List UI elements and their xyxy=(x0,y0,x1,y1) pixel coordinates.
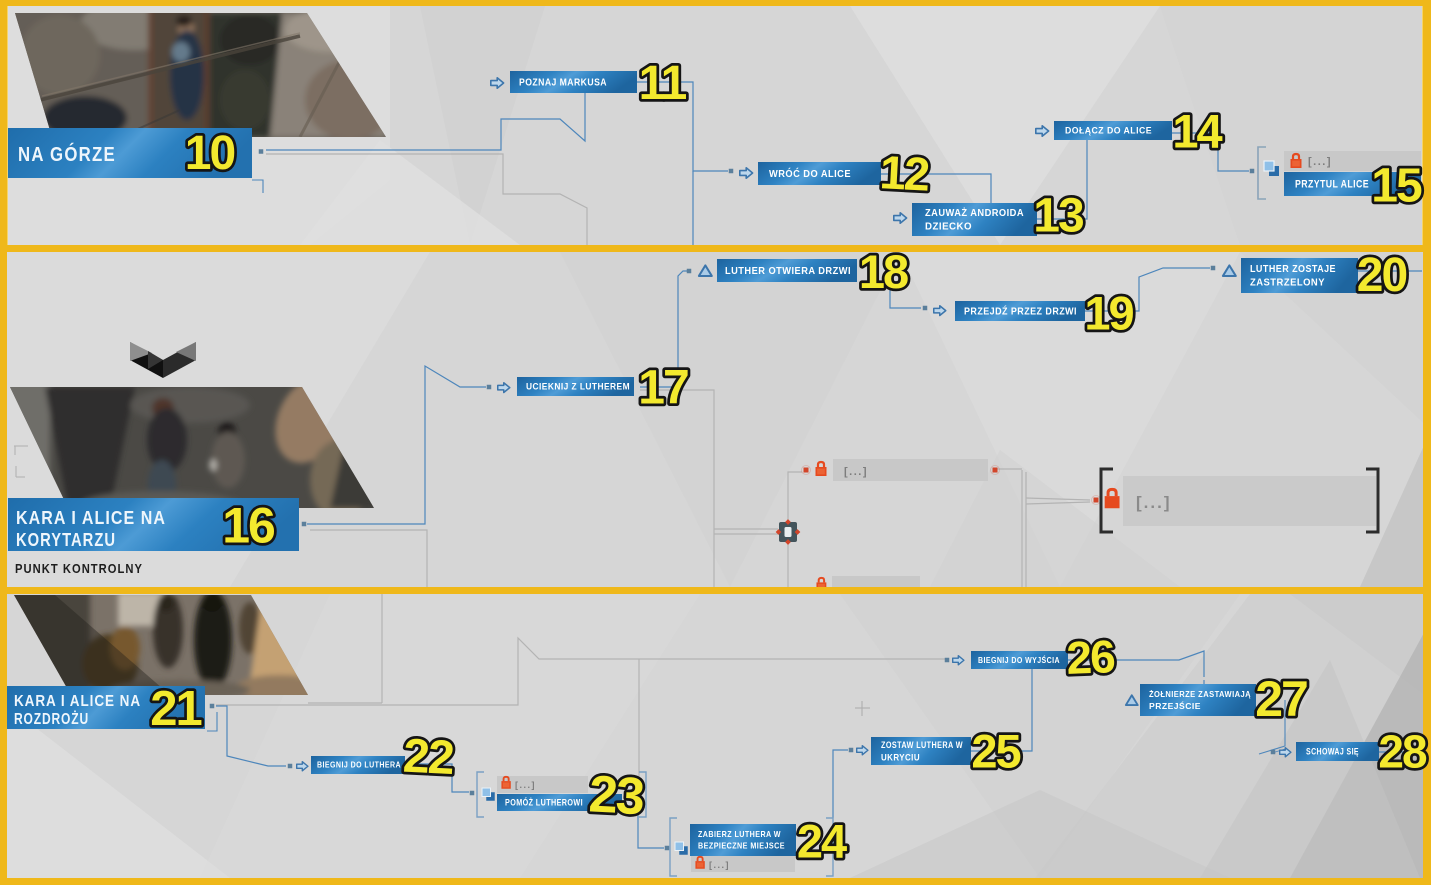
svg-text:UKRYCIU: UKRYCIU xyxy=(881,752,920,762)
svg-text:[...]: [...] xyxy=(1308,156,1332,168)
svg-text:12: 12 xyxy=(878,145,930,200)
svg-text:LUTHER OTWIERA DRZWI: LUTHER OTWIERA DRZWI xyxy=(725,266,851,277)
svg-text:[...]: [...] xyxy=(709,860,730,870)
svg-text:ZOSTAW LUTHERA W: ZOSTAW LUTHERA W xyxy=(881,740,963,750)
svg-text:ŻOŁNIERZE ZASTAWIAJĄ: ŻOŁNIERZE ZASTAWIAJĄ xyxy=(1149,689,1251,699)
svg-text:15: 15 xyxy=(1371,159,1422,212)
svg-text:DZIECKO: DZIECKO xyxy=(925,222,972,233)
svg-text:BIEGNIJ DO WYJŚCIA: BIEGNIJ DO WYJŚCIA xyxy=(978,654,1060,665)
svg-text:SCHOWAJ SIĘ: SCHOWAJ SIĘ xyxy=(1306,746,1359,756)
svg-text:20: 20 xyxy=(1357,249,1407,302)
svg-text:ZAUWAŻ ANDROIDA: ZAUWAŻ ANDROIDA xyxy=(925,206,1024,219)
svg-text:18: 18 xyxy=(859,245,908,298)
svg-text:PUNKT KONTROLNY: PUNKT KONTROLNY xyxy=(15,561,143,576)
svg-text:BIEGNIJ DO LUTHERA: BIEGNIJ DO LUTHERA xyxy=(317,761,401,770)
svg-text:28: 28 xyxy=(1378,726,1427,778)
svg-text:[...]: [...] xyxy=(844,466,868,478)
svg-text:14: 14 xyxy=(1172,104,1222,157)
svg-text:22: 22 xyxy=(402,730,454,786)
svg-text:WRÓĆ DO ALICE: WRÓĆ DO ALICE xyxy=(769,167,851,180)
svg-text:LUTHER ZOSTAJE: LUTHER ZOSTAJE xyxy=(1250,264,1336,275)
svg-text:19: 19 xyxy=(1084,286,1133,339)
svg-text:KARA I ALICE NA: KARA I ALICE NA xyxy=(16,508,166,528)
svg-text:NA GÓRZE: NA GÓRZE xyxy=(18,142,116,166)
svg-text:11: 11 xyxy=(639,57,687,110)
svg-text:PRZEJŚCIE: PRZEJŚCIE xyxy=(1149,700,1201,711)
svg-text:23: 23 xyxy=(588,765,646,826)
svg-text:24: 24 xyxy=(797,814,847,867)
svg-text:POZNAJ MARKUSA: POZNAJ MARKUSA xyxy=(519,77,607,88)
svg-text:25: 25 xyxy=(971,724,1020,777)
svg-text:PRZYTUL ALICE: PRZYTUL ALICE xyxy=(1295,179,1369,191)
svg-text:PRZEJDŹ PRZEZ DRZWI: PRZEJDŹ PRZEZ DRZWI xyxy=(964,304,1077,317)
svg-text:21: 21 xyxy=(150,682,201,736)
svg-text:BEZPIECZNE MIEJSCE: BEZPIECZNE MIEJSCE xyxy=(698,842,785,851)
svg-text:ZASTRZELONY: ZASTRZELONY xyxy=(1250,278,1325,289)
svg-text:KORYTARZU: KORYTARZU xyxy=(16,530,116,550)
svg-text:[...]: [...] xyxy=(515,780,536,790)
svg-text:16: 16 xyxy=(222,498,274,554)
svg-text:UCIEKNIJ Z LUTHEREM: UCIEKNIJ Z LUTHEREM xyxy=(526,382,630,392)
svg-text:17: 17 xyxy=(638,361,688,414)
svg-text:ROZDROŻU: ROZDROŻU xyxy=(14,710,89,728)
svg-text:27: 27 xyxy=(1255,671,1307,727)
svg-text:ZABIERZ LUTHERA W: ZABIERZ LUTHERA W xyxy=(698,830,781,839)
svg-text:POMÓŻ LUTHEROWI: POMÓŻ LUTHEROWI xyxy=(505,797,583,808)
svg-text:26: 26 xyxy=(1066,630,1115,684)
svg-text:KARA I ALICE NA: KARA I ALICE NA xyxy=(14,693,141,710)
svg-text:[...]: [...] xyxy=(1136,493,1172,512)
svg-text:10: 10 xyxy=(185,127,235,180)
svg-text:13: 13 xyxy=(1033,189,1083,242)
svg-text:DOŁĄCZ DO ALICE: DOŁĄCZ DO ALICE xyxy=(1065,126,1152,137)
